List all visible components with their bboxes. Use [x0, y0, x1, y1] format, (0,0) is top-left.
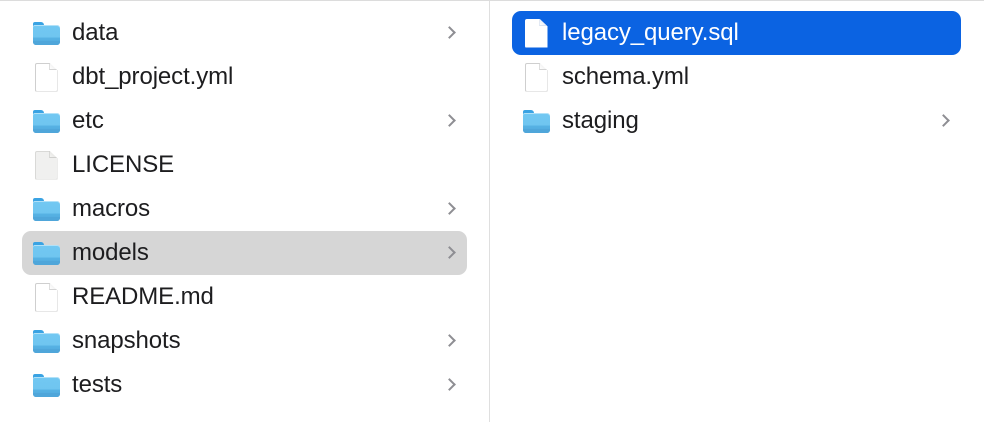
chevron-right-icon[interactable]	[443, 376, 457, 394]
document-icon	[524, 18, 548, 48]
folder-icon-body	[32, 200, 60, 221]
folder-icon-tab	[32, 109, 44, 115]
folder-row[interactable]: staging	[512, 99, 961, 143]
folder-icon-tab	[32, 197, 44, 203]
file-name-label: schema.yml	[562, 63, 690, 90]
folder-icon-body	[522, 112, 550, 133]
folder-row[interactable]: macros	[22, 187, 467, 231]
folder-row[interactable]: models	[22, 231, 467, 275]
row-icon	[522, 106, 550, 136]
folder-icon	[522, 109, 550, 133]
folder-name-label: etc	[72, 107, 104, 134]
chevron-right-icon[interactable]	[937, 112, 951, 130]
document-icon-fold	[539, 62, 548, 71]
folder-row[interactable]: etc	[22, 99, 467, 143]
document-icon-fold	[539, 18, 548, 27]
document-icon-fold	[49, 150, 58, 159]
file-name-label: dbt_project.yml	[72, 63, 234, 90]
chevron-right-icon	[937, 24, 951, 42]
chevron-right-icon[interactable]	[443, 332, 457, 350]
file-row[interactable]: README.md	[22, 275, 467, 319]
document-icon-sheet	[34, 62, 58, 92]
folder-icon-body	[32, 332, 60, 353]
folder-row[interactable]: snapshots	[22, 319, 467, 363]
chevron-right-icon	[443, 156, 457, 174]
folder-icon	[32, 373, 60, 397]
document-icon-sheet	[34, 150, 58, 180]
file-name-label: README.md	[72, 283, 214, 310]
document-icon	[34, 282, 58, 312]
row-icon	[522, 18, 550, 48]
chevron-right-icon[interactable]	[443, 200, 457, 218]
file-name-label: LICENSE	[72, 151, 175, 178]
folder-name-label: snapshots	[72, 327, 181, 354]
folder-icon-body	[32, 112, 60, 133]
document-icon-sheet	[524, 62, 548, 92]
document-icon-sheet	[34, 282, 58, 312]
generic-document-icon	[34, 150, 58, 180]
document-icon	[524, 62, 548, 92]
finder-column-models[interactable]: legacy_query.sql schema.yml staging	[490, 1, 983, 422]
chevron-right-icon[interactable]	[443, 244, 457, 262]
folder-icon	[32, 197, 60, 221]
file-name-label: legacy_query.sql	[562, 19, 739, 46]
folder-icon	[32, 329, 60, 353]
folder-icon	[32, 109, 60, 133]
row-icon	[32, 326, 60, 356]
folder-name-label: tests	[72, 371, 123, 398]
file-row[interactable]: dbt_project.yml	[22, 55, 467, 99]
document-icon-fold	[49, 62, 58, 71]
folder-icon-tab	[32, 329, 44, 335]
folder-row[interactable]: data	[22, 11, 467, 55]
chevron-right-icon[interactable]	[443, 112, 457, 130]
folder-icon-body	[32, 376, 60, 397]
file-row[interactable]: LICENSE	[22, 143, 467, 187]
row-icon	[32, 106, 60, 136]
folder-row[interactable]: tests	[22, 363, 467, 407]
row-icon	[32, 194, 60, 224]
document-icon-fold	[49, 282, 58, 291]
folder-icon-tab	[522, 109, 534, 115]
row-icon	[32, 282, 60, 312]
file-row[interactable]: schema.yml	[512, 55, 961, 99]
folder-icon-body	[32, 24, 60, 45]
folder-name-label: staging	[562, 107, 639, 134]
chevron-right-icon	[937, 68, 951, 86]
chevron-right-icon[interactable]	[443, 24, 457, 42]
folder-icon-body	[32, 244, 60, 265]
row-icon	[32, 62, 60, 92]
folder-icon-tab	[32, 241, 44, 247]
document-icon-sheet	[524, 18, 548, 48]
folder-icon	[32, 241, 60, 265]
chevron-right-icon	[443, 68, 457, 86]
file-row[interactable]: legacy_query.sql	[512, 11, 961, 55]
chevron-right-icon	[443, 288, 457, 306]
folder-name-label: macros	[72, 195, 151, 222]
folder-icon	[32, 21, 60, 45]
document-icon	[34, 62, 58, 92]
row-icon	[32, 238, 60, 268]
folder-name-label: models	[72, 239, 149, 266]
row-icon	[32, 18, 60, 48]
folder-name-label: data	[72, 19, 119, 46]
folder-icon-tab	[32, 21, 44, 27]
folder-icon-tab	[32, 373, 44, 379]
row-icon	[32, 150, 60, 180]
row-icon	[522, 62, 550, 92]
row-icon	[32, 370, 60, 400]
